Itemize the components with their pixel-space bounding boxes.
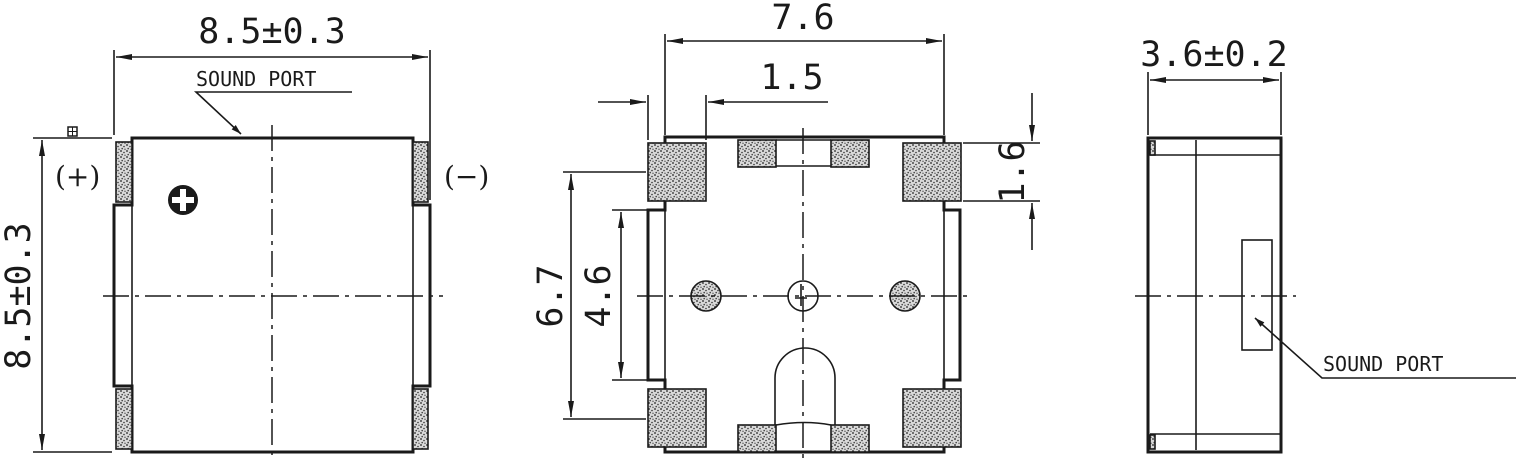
side-sound-port-leader (1254, 317, 1516, 379)
side-sound-port-label: SOUND PORT (1323, 352, 1443, 376)
top-right-upper-terminal (412, 141, 429, 203)
top-left-lower-terminal (115, 388, 133, 450)
pad-top-left (647, 142, 707, 202)
top-right-lower-terminal (412, 388, 429, 450)
pad-top-right (902, 142, 962, 202)
side-view: 3.6±0.2 SOUND PORT (1135, 35, 1516, 454)
minus-terminal-label: (−) (444, 160, 489, 193)
pad-gap-dimension: 1.5 (760, 58, 823, 98)
top-height-dimension: 8.5±0.3 (0, 222, 39, 370)
side-sound-port (1241, 239, 1273, 351)
top-sound-port-label: SOUND PORT (196, 67, 316, 91)
pad-bottom-right (902, 388, 962, 448)
pad-top-mid-left (737, 139, 777, 168)
outer-span-dimension: 6.7 (531, 264, 571, 327)
pad-bottom-left (647, 388, 707, 448)
side-thickness-dimension: 3.6±0.2 (1140, 35, 1288, 75)
polarity-plus-icon (168, 185, 198, 215)
inner-span-dimension: 4.6 (579, 264, 619, 327)
plus-terminal-label: (+) (55, 160, 100, 193)
pad-top-mid-right (830, 139, 870, 168)
top-left-upper-terminal (115, 141, 133, 203)
bottom-width-dimension: 7.6 (771, 0, 834, 38)
pad-bottom-mid-left (737, 424, 777, 453)
top-width-dimension: 8.5±0.3 (198, 12, 346, 52)
bottom-view: 7.6 1.5 1.6 6.7 4.6 (531, 0, 1040, 462)
side-view-outline (1146, 136, 1283, 454)
pad-height-dimension: 1.6 (993, 140, 1033, 203)
bottom-notch (774, 347, 836, 425)
top-sound-port-leader (193, 91, 352, 135)
pad-bottom-mid-right (830, 424, 870, 453)
top-view: (+) (−) 8.5±0.3 SOUND PORT 8.5±0.3 (0, 12, 489, 460)
